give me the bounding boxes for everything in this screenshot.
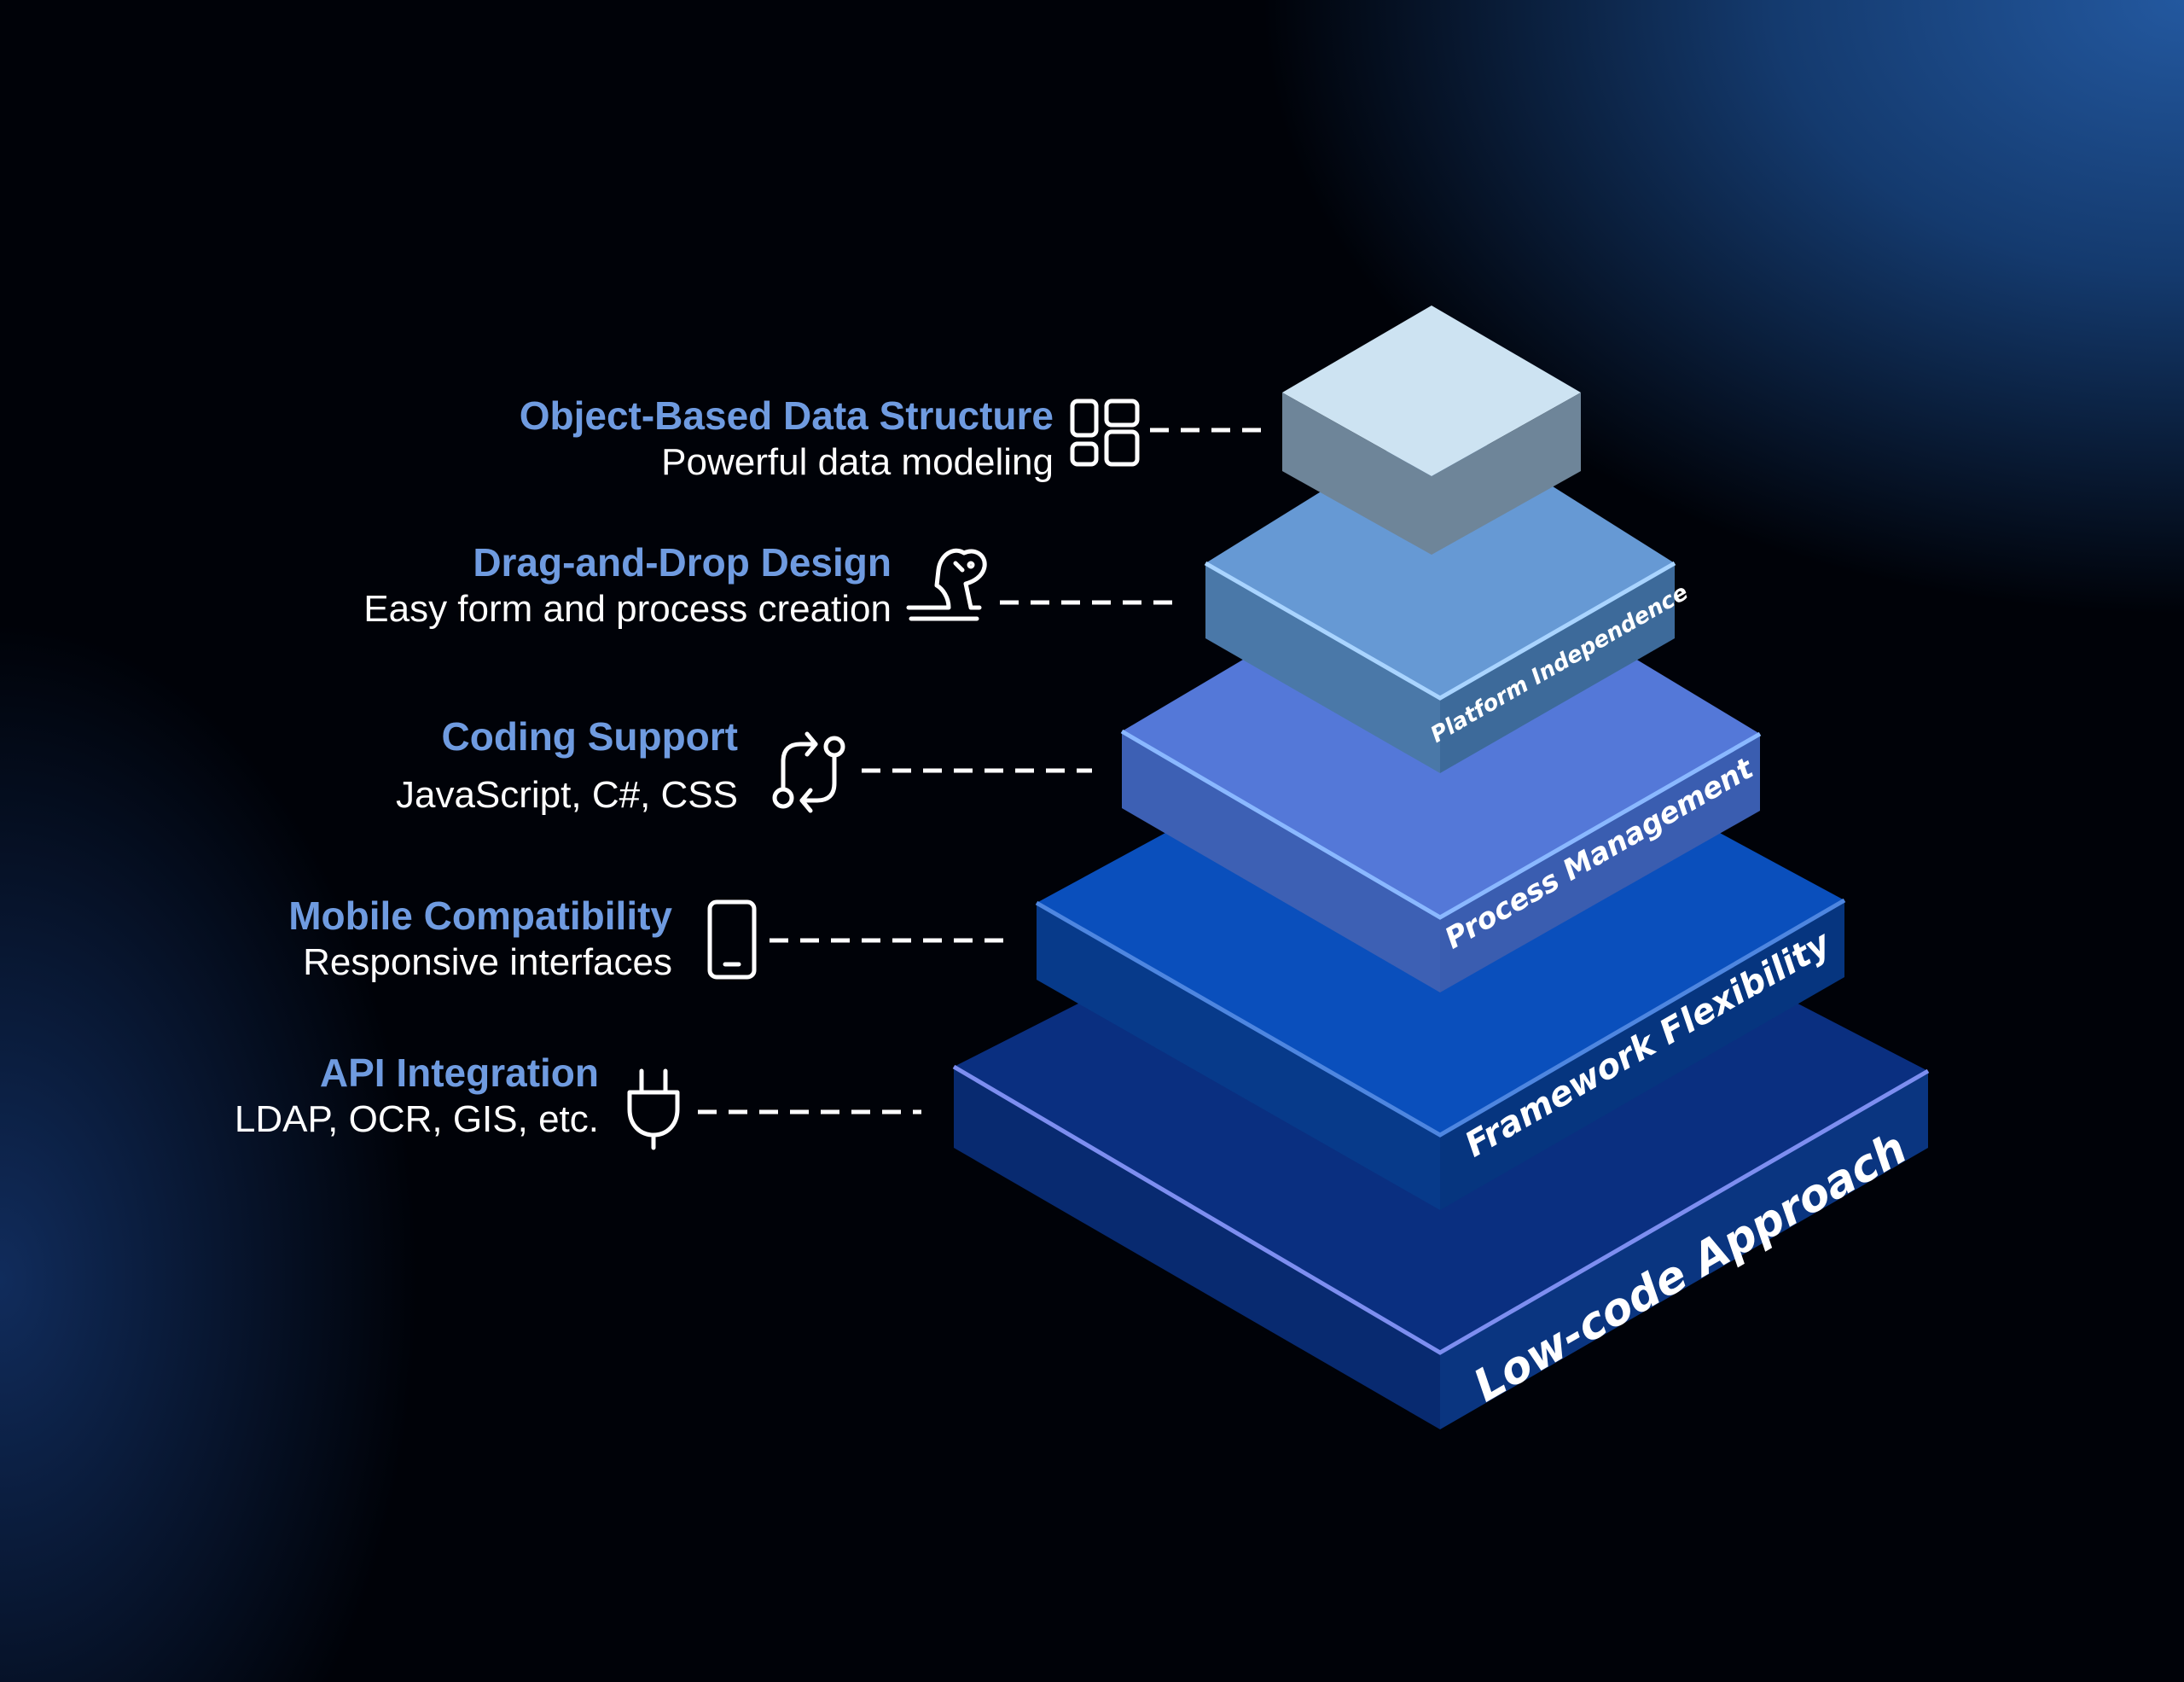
grid-icon (1070, 399, 1140, 467)
feature-coding-support: Coding Support JavaScript, C#, CSS (396, 713, 738, 819)
feature-title: Drag-and-Drop Design (473, 540, 892, 585)
git-compare-icon (772, 731, 845, 813)
layer-2-right-face (1440, 563, 1675, 773)
layer-4-edge (1035, 898, 1846, 1138)
feature-api-integration: API Integration LDAP, OCR, GIS, etc. (235, 1050, 599, 1144)
layer-platform-independence: Platform Independence (1204, 416, 1693, 773)
feature-title: Mobile Compatibility (288, 893, 672, 938)
layer-2-edge (1204, 561, 1676, 701)
feature-title: API Integration (319, 1051, 599, 1095)
feature-description: Easy form and process creation (363, 588, 892, 630)
layer-2-left-face (1205, 563, 1440, 773)
plug-icon (627, 1068, 680, 1150)
feature-title: Coding Support (441, 714, 738, 759)
mobile-phone-icon (707, 899, 757, 980)
layer-2-top-face (1205, 416, 1675, 698)
layer-5-right-face (1440, 1071, 1928, 1429)
feature-description: Powerful data modeling (661, 441, 1054, 483)
feature-drag-and-drop-design: Drag-and-Drop Design Easy form and proce… (363, 539, 892, 633)
feature-title: Object-Based Data Structure (519, 393, 1054, 438)
layer-1-top-face (1282, 306, 1581, 476)
layer-1-right-face (1432, 393, 1581, 555)
feature-description: Responsive interfaces (303, 941, 672, 983)
layer-top-cube (1282, 306, 1581, 555)
layer-4-right-face (1440, 900, 1844, 1210)
layer-5-edge (952, 1064, 1930, 1355)
feature-description: LDAP, OCR, GIS, etc. (234, 1098, 599, 1140)
layer-4-left-face (1037, 903, 1440, 1210)
layer-3-left-face (1122, 731, 1440, 992)
feature-object-based-data-structure: Object-Based Data Structure Powerful dat… (520, 393, 1054, 486)
feature-mobile-compatibility: Mobile Compatibility Responsive interfac… (288, 893, 672, 987)
layer-5-left-face (954, 1067, 1440, 1429)
layer-3-edge (1120, 729, 1762, 920)
feature-description: JavaScript, C#, CSS (395, 774, 738, 816)
mouse-pointer-icon (906, 548, 987, 621)
layer-1-left-face (1282, 393, 1432, 555)
layer-3-right-face (1440, 734, 1760, 992)
